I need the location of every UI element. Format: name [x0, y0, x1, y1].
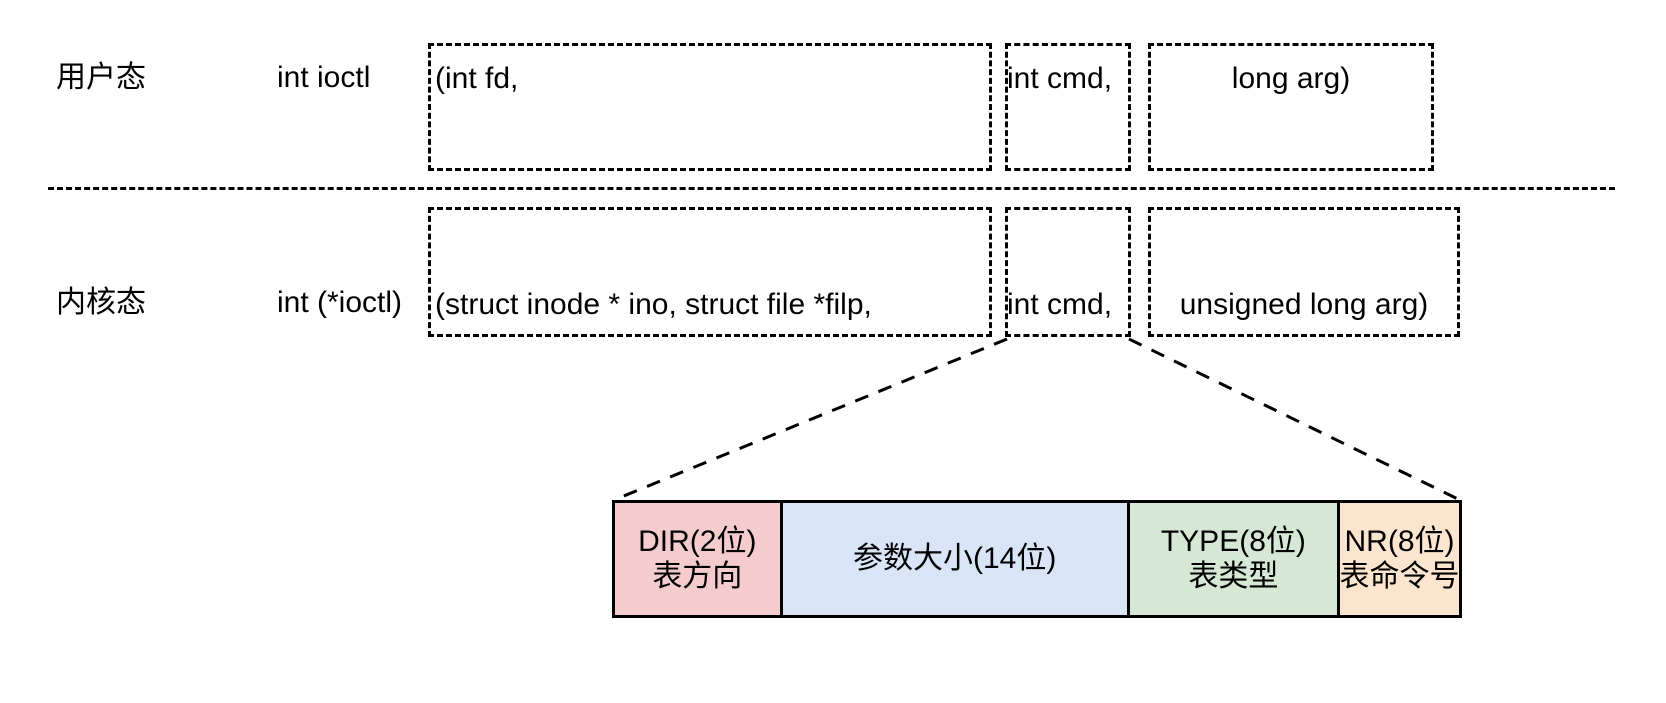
- privilege-boundary-divider: [48, 187, 1615, 190]
- kernel-param-box-cmd: int cmd,: [1005, 207, 1131, 337]
- kernel-param-cmd-text: int cmd,: [1007, 288, 1113, 321]
- connector-left: [613, 337, 1008, 502]
- user-param-box-fd: (int fd,: [428, 43, 992, 171]
- bitfield-cell-nr-line1: NR(8位): [1344, 524, 1455, 558]
- bitfield-cell-dir: DIR(2位) 表方向: [615, 503, 783, 615]
- kernel-param-inode-filp-text: (struct inode * ino, struct file *filp,: [435, 288, 872, 321]
- kernel-param-box-arg: unsigned long arg): [1148, 207, 1460, 337]
- user-mode-label: 用户态: [56, 61, 146, 94]
- bitfield-cell-size-line1: 参数大小(14位): [853, 542, 1057, 576]
- bitfield-cell-type: TYPE(8位) 表类型: [1129, 503, 1340, 615]
- user-param-cmd-text: int cmd,: [1007, 62, 1113, 95]
- user-param-fd-text: (int fd,: [435, 62, 519, 95]
- bitfield-cell-type-line1: TYPE(8位): [1160, 524, 1306, 558]
- bitfield-cell-dir-line1: DIR(2位): [638, 524, 757, 558]
- user-param-arg-text: long arg): [1231, 62, 1351, 95]
- bitfield-cell-size: 参数大小(14位): [782, 503, 1130, 615]
- user-param-box-cmd: int cmd,: [1005, 43, 1131, 171]
- kernel-mode-label: 内核态: [56, 286, 146, 319]
- bitfield-cell-dir-line2: 表方向: [652, 560, 743, 593]
- kernel-param-arg-text: unsigned long arg): [1179, 288, 1429, 321]
- user-param-box-arg: long arg): [1148, 43, 1434, 171]
- cmd-bitfield-strip: DIR(2位) 表方向 参数大小(14位) TYPE(8位) 表类型 NR(8位…: [612, 500, 1462, 618]
- connector-right: [1128, 337, 1461, 502]
- bitfield-cell-nr: NR(8位) 表命令号: [1339, 503, 1460, 615]
- bitfield-cell-type-line2: 表类型: [1188, 560, 1279, 593]
- bitfield-cell-nr-line2: 表命令号: [1339, 560, 1460, 593]
- kernel-param-box-inode-filp: (struct inode * ino, struct file *filp,: [428, 207, 992, 337]
- kernel-mode-function-label: int (*ioctl): [277, 286, 403, 319]
- user-mode-function-label: int ioctl: [277, 61, 371, 94]
